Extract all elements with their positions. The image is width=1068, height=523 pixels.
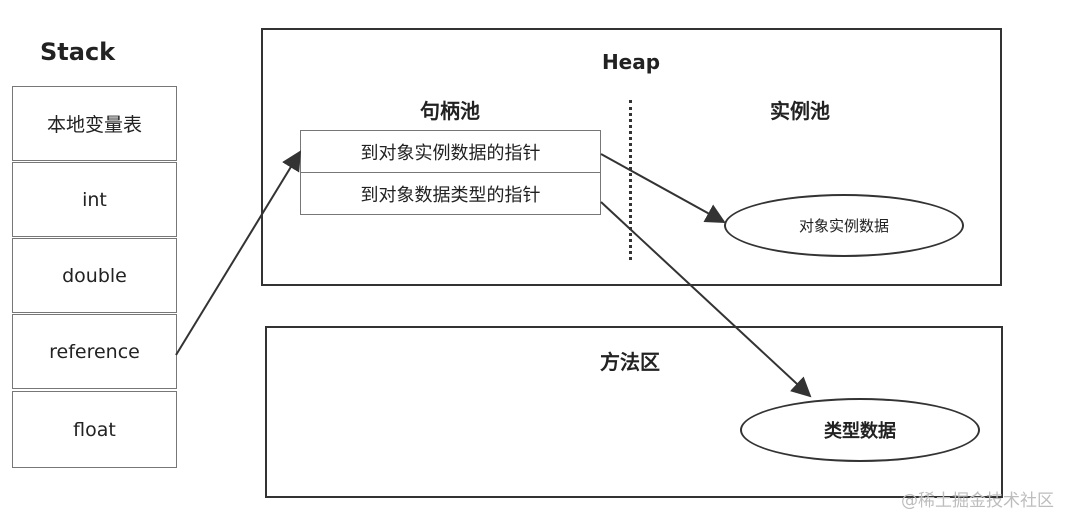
- stack-title: Stack: [40, 38, 116, 66]
- object-instance-data-ellipse: 对象实例数据: [724, 194, 964, 257]
- method-area-title: 方法区: [600, 350, 660, 374]
- stack-cell-reference: reference: [12, 314, 177, 389]
- handle-pool-title: 句柄池: [420, 99, 480, 123]
- stack-cell-int: int: [12, 162, 177, 237]
- type-data-label: 类型数据: [824, 421, 896, 442]
- watermark: @稀土掘金技术社区: [901, 491, 1054, 511]
- stack-cell-local-variable-table: 本地变量表: [12, 86, 177, 161]
- instance-pool-title: 实例池: [770, 99, 830, 123]
- handle-cell-type-pointer: 到对象数据类型的指针: [300, 172, 601, 215]
- stack-cell-double: double: [12, 238, 177, 313]
- type-data-ellipse: 类型数据: [740, 398, 980, 462]
- object-instance-data-label: 对象实例数据: [798, 217, 889, 235]
- heap-title: Heap: [601, 50, 661, 74]
- handle-cell-instance-pointer: 到对象实例数据的指针: [300, 130, 601, 173]
- stack-cell-float: float: [12, 391, 177, 468]
- pool-divider: [629, 100, 632, 260]
